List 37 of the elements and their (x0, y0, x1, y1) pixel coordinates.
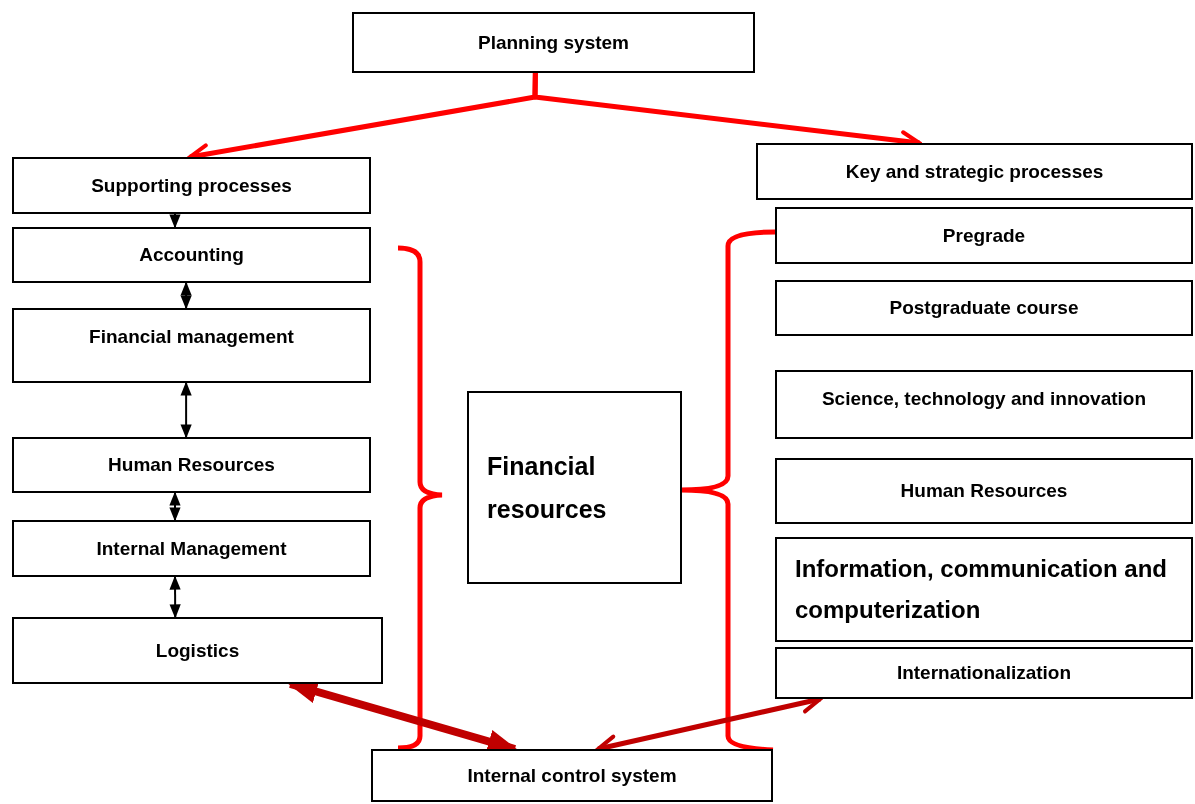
process-box (775, 537, 1193, 642)
process-box (467, 391, 682, 584)
arrow (180, 381, 192, 439)
process-box (775, 458, 1193, 524)
process-box (756, 143, 1193, 200)
box-label: Accounting (139, 244, 244, 266)
box-label: Internal control system (467, 764, 677, 787)
process-box (12, 437, 371, 493)
process-box (775, 647, 1193, 699)
process-box (12, 308, 371, 383)
box-label: Pregrade (942, 224, 1026, 247)
arrow (169, 213, 181, 229)
process-box (12, 520, 371, 577)
box-label: Internal Management (96, 537, 287, 560)
process-box (775, 207, 1193, 264)
box-label: Human Resources (900, 480, 1068, 502)
box-label: Human Resources (108, 454, 275, 476)
box-label: Information, communication and computerization (795, 553, 1168, 625)
box-label: Financial management (89, 326, 294, 348)
process-box (12, 157, 371, 214)
process-box (12, 227, 371, 283)
process-box (12, 617, 383, 684)
box-label: Logistics (155, 639, 240, 662)
box-label: Financial resources (487, 451, 608, 525)
box-label: Supporting processes (91, 174, 292, 197)
process-box (352, 12, 755, 73)
box-label: Internationalization (896, 662, 1072, 684)
arrow (169, 575, 181, 619)
arrow (180, 281, 192, 310)
box-label: Science, technology and innovation (821, 387, 1147, 411)
process-box (775, 280, 1193, 336)
box-label: Key and strategic processes (845, 160, 1104, 183)
box-label: Planning system (478, 31, 629, 54)
process-box (775, 370, 1193, 439)
box-label: Postgraduate course (889, 297, 1079, 319)
arrow (169, 491, 181, 522)
process-box (371, 749, 773, 802)
